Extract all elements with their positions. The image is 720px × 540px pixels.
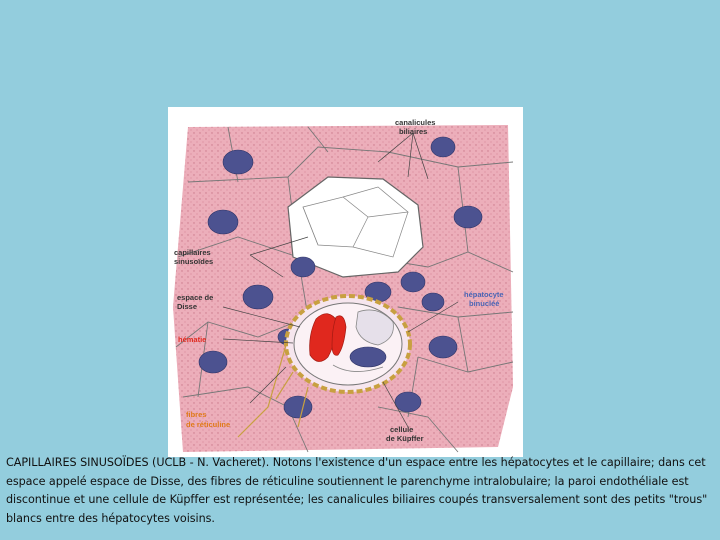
diagram-drawing: canalicules biliaires capillaires sinuso… — [173, 118, 514, 453]
label-hematie: hématie — [178, 335, 206, 344]
label-fibres-2: de réticuline — [186, 420, 230, 429]
label-canalicules-1: canalicules — [395, 118, 435, 127]
label-hepatocyte-1: hépatocyte — [464, 290, 504, 299]
label-espace-disse-2: Disse — [177, 302, 197, 311]
hepatocyte-tissue — [173, 125, 514, 453]
reticulin-fibres — [237, 344, 309, 438]
label-capillaires-2: sinusoïdes — [174, 257, 213, 266]
label-fibres-1: fibres — [186, 410, 206, 419]
label-kupffer-2: de Küpffer — [386, 434, 424, 443]
label-kupffer-1: cellule — [390, 425, 413, 434]
figure-caption: CAPILLAIRES SINUSOÏDES (UCLB - N. Vacher… — [6, 456, 708, 525]
label-hepatocyte-2: binucléé — [469, 299, 499, 308]
nuclei — [198, 136, 483, 419]
kupffer-nucleus — [349, 346, 387, 368]
label-canalicules-2: biliaires — [399, 127, 427, 136]
histology-diagram: canalicules biliaires capillaires sinuso… — [168, 107, 523, 457]
pointer-lines — [222, 132, 459, 428]
capillary-lower — [284, 294, 412, 394]
label-espace-disse-1: espace de — [177, 293, 213, 302]
hematie-shape — [309, 313, 339, 362]
label-capillaires-1: capillaires — [174, 248, 211, 257]
